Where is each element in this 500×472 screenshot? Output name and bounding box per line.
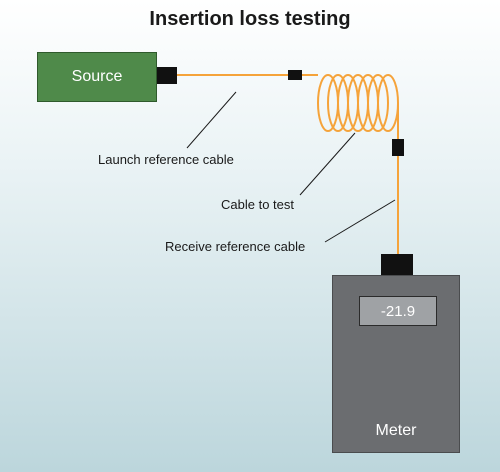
- test-cable-coil: [317, 74, 399, 132]
- meter-device: -21.9 Meter: [332, 275, 460, 453]
- test-cable-label: Cable to test: [221, 197, 294, 212]
- launch-leader-line: [186, 91, 237, 149]
- source-label: Source: [71, 68, 123, 85]
- meter-reading: -21.9: [380, 302, 416, 320]
- source-connector: [157, 67, 177, 84]
- receive-leader-line: [324, 199, 396, 243]
- meter-connector: [381, 254, 413, 276]
- meter-label: Meter: [375, 422, 417, 439]
- launch-cable-label: Launch reference cable: [98, 152, 234, 167]
- diagram-title: Insertion loss testing: [149, 8, 351, 30]
- launch-connector: [288, 70, 302, 80]
- receive-cable-label: Receive reference cable: [165, 239, 306, 254]
- meter-display: -21.9: [359, 296, 437, 326]
- receive-connector: [392, 139, 404, 156]
- test-leader-line: [299, 132, 356, 196]
- source-device: Source: [37, 52, 157, 102]
